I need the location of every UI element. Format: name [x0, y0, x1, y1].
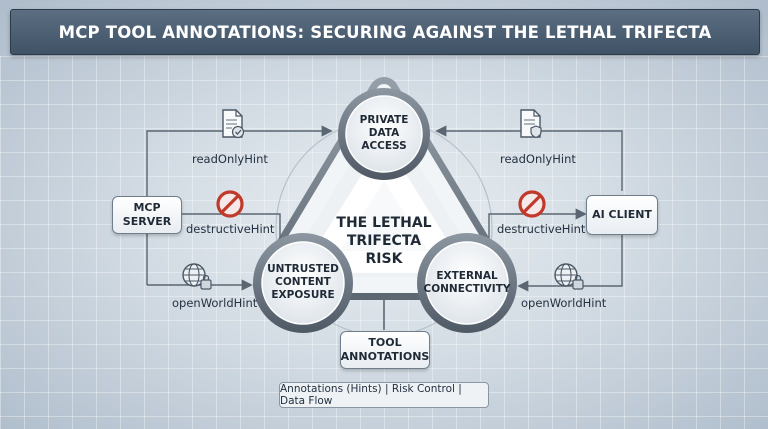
document-shield-icon	[520, 109, 542, 139]
prohibited-icon-right	[518, 190, 546, 218]
document-check-icon	[222, 109, 245, 139]
label-untrusted-content-exposure: UNTRUSTED CONTENT EXPOSURE	[258, 263, 348, 302]
node-external-connectivity	[425, 241, 509, 325]
title-bar: MCP TOOL ANNOTATIONS: SECURING AGAINST T…	[10, 9, 760, 55]
label-untrusted-line2: CONTENT	[275, 276, 331, 288]
label-private-data-access: PRIVATE DATA ACCESS	[344, 114, 424, 153]
globe-lock-icon	[182, 263, 212, 290]
label-external-connectivity: EXTERNAL CONNECTIVITY	[422, 270, 512, 296]
right-destructive-hint: destructiveHint	[497, 222, 586, 236]
label-private-line2: DATA	[368, 127, 400, 139]
page-title: MCP TOOL ANNOTATIONS: SECURING AGAINST T…	[58, 22, 712, 42]
ai-client-label: AI CLIENT	[592, 208, 652, 221]
connector-client-external	[517, 235, 623, 292]
center-title-line2: TRIFECTA	[346, 233, 422, 249]
ai-client-box[interactable]: AI CLIENT	[586, 195, 658, 235]
node-private-data-access	[345, 95, 423, 173]
left-readonly-hint: readOnlyHint	[192, 152, 268, 166]
label-untrusted-line1: UNTRUSTED	[267, 263, 339, 275]
label-private-line1: PRIVATE	[359, 114, 409, 126]
center-title: THE LETHAL TRIFECTA RISK	[322, 214, 446, 268]
globe-lock-icon-right	[554, 263, 584, 290]
node-untrusted-content-exposure	[261, 241, 345, 325]
center-title-line3: RISK	[365, 251, 403, 267]
legend-text: Annotations (Hints) | Risk Control | Dat…	[280, 383, 462, 407]
trifecta-center-panel	[309, 149, 459, 273]
left-destructive-hint: destructiveHint	[186, 222, 275, 236]
tool-annotations-line1: TOOL	[368, 336, 402, 349]
center-title-line1: THE LETHAL	[336, 215, 432, 231]
label-untrusted-line3: EXPOSURE	[271, 289, 335, 301]
label-external-line2: CONNECTIVITY	[423, 283, 511, 295]
mcp-server-line2: SERVER	[122, 215, 172, 228]
mcp-server-line1: MCP	[133, 201, 161, 214]
connector-untrusted-server	[169, 208, 281, 242]
label-private-line3: ACCESS	[361, 140, 407, 152]
right-openworld-hint: openWorldHint	[521, 296, 607, 310]
connector-external-client	[488, 208, 587, 244]
connector-client-private	[435, 125, 623, 191]
prohibited-icon	[216, 190, 244, 218]
mcp-server-box[interactable]: MCP SERVER	[112, 196, 182, 234]
label-external-line1: EXTERNAL	[436, 270, 498, 282]
left-openworld-hint: openWorldHint	[172, 296, 258, 310]
legend: Annotations (Hints) | Risk Control | Dat…	[279, 382, 489, 408]
tool-annotations-box[interactable]: TOOL ANNOTATIONS	[340, 331, 430, 369]
tool-annotations-line2: ANNOTATIONS	[340, 350, 430, 363]
connector-server-private	[146, 125, 333, 196]
right-readonly-hint: readOnlyHint	[500, 152, 576, 166]
